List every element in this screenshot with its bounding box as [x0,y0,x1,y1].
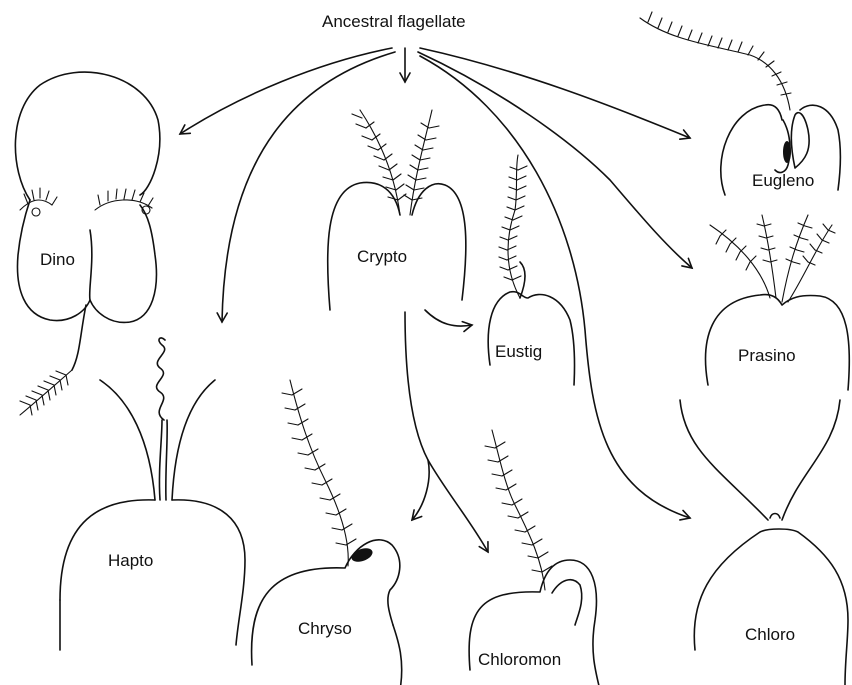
hapto-haptonema [157,338,165,420]
label-eugleno: Eugleno [752,171,814,190]
crypto-flagella-hairs [352,114,439,200]
organism-eugleno: Eugleno [640,12,840,195]
organism-crypto: Crypto [328,110,466,310]
label-hapto: Hapto [108,551,153,570]
label-dino: Dino [40,250,75,269]
evolution-arrows [180,48,692,552]
diagram-title: Ancestral flagellate [322,12,466,31]
label-chloro: Chloro [745,625,795,644]
arrow-crypto-to-chloromon [428,460,488,552]
label-chryso: Chryso [298,619,352,638]
label-chloromon: Chloromon [478,650,561,669]
dino-girdle-hairs [20,188,153,216]
arrow-to-chloro [420,56,690,518]
eugleno-eyespot [783,141,791,163]
organism-chloro: Chloro [680,400,848,685]
chryso-eyespot [350,546,375,565]
organism-hapto: Hapto [60,338,245,650]
arrow-crypto-to-chryso [405,312,429,520]
organism-prasino: Prasino [706,215,850,390]
label-prasino: Prasino [738,346,796,365]
arrow-to-dino [180,48,392,134]
organism-eustig: Eustig [488,155,574,385]
label-crypto: Crypto [357,247,407,266]
arrow-crypto-to-eustig [425,310,472,326]
organism-dino: Dino [15,72,159,415]
dino-flagellum-hairs [20,370,72,415]
arrow-to-eugleno [420,48,690,138]
arrow-to-prasino [418,52,692,268]
organism-chloromon: Chloromon [469,430,600,685]
organism-chryso: Chryso [252,380,402,685]
arrow-to-hapto [222,52,395,322]
label-eustig: Eustig [495,342,542,361]
